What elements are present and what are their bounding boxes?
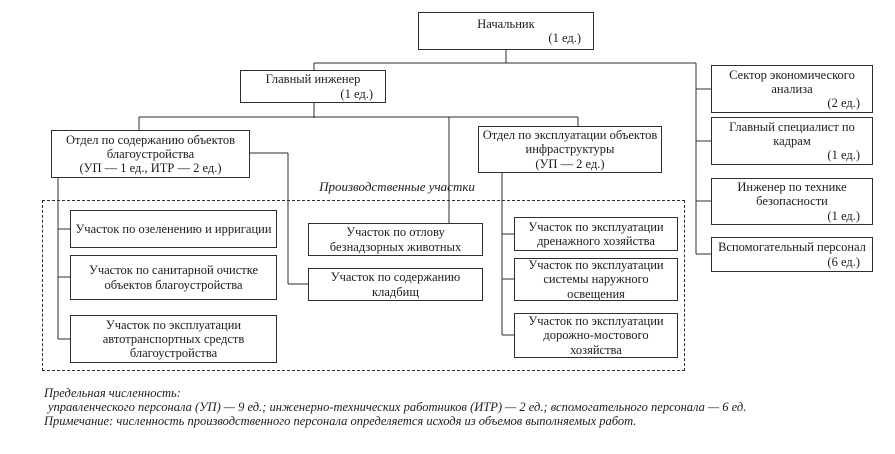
- node-count: (6 ед.): [827, 254, 860, 269]
- node-chief-engineer: Главный инженер (1 ед.): [240, 70, 386, 103]
- node-count: (1 ед.): [548, 31, 581, 45]
- production-sections-label: Производственные участки: [319, 179, 475, 194]
- note-remark: Примечание: численность производственног…: [44, 414, 637, 428]
- node-sec-drainage: Участок по эксплуатации дренажного хозяй…: [514, 217, 678, 251]
- node-dept-maintenance: Отдел по содержанию объектов благоустрой…: [51, 130, 250, 178]
- node-label: Участок по эксплуатации автотранспортных…: [102, 317, 245, 361]
- node-support-staff: Вспомогательный персонал (6 ед.): [711, 237, 873, 272]
- node-sec-greening: Участок по озеленению и ирригации: [70, 210, 277, 248]
- node-label: Участок по озеленению и ирригации: [75, 221, 272, 236]
- node-label: Сектор экономического анализа: [729, 67, 855, 96]
- node-count: (1 ед.): [827, 148, 860, 163]
- node-count: (УП — 2 ед.): [535, 156, 605, 171]
- node-label: Главный инженер: [265, 72, 361, 87]
- node-hr-specialist: Главный специалист по кадрам (1 ед.): [711, 117, 873, 165]
- node-sec-lighting: Участок по эксплуатации системы наружног…: [514, 258, 678, 301]
- node-label: Главный специалист по кадрам: [729, 119, 855, 148]
- node-safety-engineer: Инженер по технике безопасности (1 ед.): [711, 178, 873, 225]
- note-headcount-title: Предельная численность:: [44, 386, 181, 400]
- node-sec-cemetery: Участок по содержанию кладбищ: [308, 268, 483, 301]
- production-sections-dashed-frame: [42, 200, 685, 371]
- node-label: Вспомогательный персонал: [718, 240, 866, 255]
- node-count: (1 ед.): [827, 208, 860, 223]
- node-head: Начальник (1 ед.): [418, 12, 594, 50]
- node-label: Отдел по эксплуатации объектов инфрастру…: [482, 128, 658, 157]
- node-label: Участок по эксплуатации дренажного хозяй…: [528, 219, 664, 248]
- note-headcount-detail: управленческого персонала (УП) — 9 ед.; …: [48, 400, 747, 414]
- node-sec-animals: Участок по отлову безнадзорных животных: [308, 223, 483, 256]
- node-label: Участок по эксплуатации системы наружног…: [528, 258, 664, 301]
- node-count: (1 ед.): [340, 86, 373, 101]
- node-sec-transport: Участок по эксплуатации автотранспортных…: [70, 315, 277, 363]
- node-label: Участок по содержанию кладбищ: [330, 270, 461, 299]
- node-label: Инженер по технике безопасности: [737, 180, 847, 209]
- node-count: (УП — 1 ед., ИТР — 2 ед.): [79, 161, 222, 176]
- node-label: Участок по отлову безнадзорных животных: [329, 225, 462, 254]
- node-sector-econ: Сектор экономического анализа (2 ед.): [711, 65, 873, 113]
- node-label: Отдел по содержанию объектов благоустрой…: [66, 132, 235, 161]
- node-dept-infra: Отдел по эксплуатации объектов инфрастру…: [478, 126, 662, 173]
- node-count: (2 ед.): [827, 96, 860, 111]
- node-label: Начальник: [477, 16, 535, 31]
- node-label: Участок по санитарной очистке объектов б…: [88, 263, 259, 292]
- node-sec-roads: Участок по эксплуатации дорожно-мостовог…: [514, 313, 678, 358]
- node-sec-sanitary: Участок по санитарной очистке объектов б…: [70, 255, 277, 300]
- node-label: Участок по эксплуатации дорожно-мостовог…: [528, 314, 664, 357]
